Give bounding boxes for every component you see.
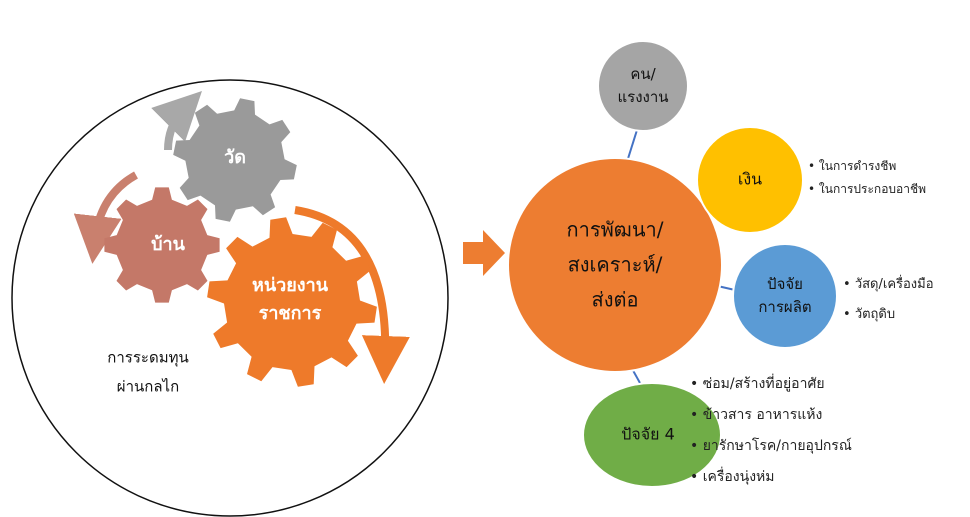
production-list: วัสดุ/เครื่องมือวัตถุดิบ xyxy=(843,270,934,330)
list-item: ในการดำรงชีพ xyxy=(808,155,926,178)
labor-circle xyxy=(597,40,689,132)
production-line1: ปัจจัย xyxy=(767,274,803,293)
four-list: ซ่อม/สร้างที่อยู่อาศัยข้าวสาร อาหารแห้งย… xyxy=(690,369,852,493)
gear-baan-icon xyxy=(104,187,220,303)
center-line1: การพัฒนา/ xyxy=(566,217,664,242)
center-line2: สงเคราะห์/ xyxy=(567,252,663,277)
arrow-office xyxy=(294,206,410,384)
center-line3: ส่งต่อ xyxy=(591,287,639,312)
gear-office-icon xyxy=(207,217,377,387)
list-item: วัสดุ/เครื่องมือ xyxy=(843,270,934,300)
center-label: การพัฒนา/สงเคราะห์/ ส่งต่อ xyxy=(567,213,664,318)
caption-line1: การระดมทุน xyxy=(107,348,189,367)
production-line2: การผลิต xyxy=(758,298,812,316)
center-circle xyxy=(507,157,723,373)
arrow-baan xyxy=(73,171,139,264)
list-item: ซ่อม/สร้างที่อยู่อาศัย xyxy=(690,369,852,400)
list-item: ยารักษาโรค/กายอุปกรณ์ xyxy=(690,431,852,462)
labor-line2: แรงงาน xyxy=(617,88,669,106)
arrow-wat xyxy=(151,91,202,151)
list-item: ข้าวสาร อาหารแห้ง xyxy=(690,400,852,431)
gear-label-wat: วัด xyxy=(224,147,246,169)
caption-line2: ผ่านกลไก xyxy=(116,377,180,395)
money-list: ในการดำรงชีพในการประกอบอาชีพ xyxy=(808,155,926,201)
labor-label: คน/แรงงาน xyxy=(617,63,668,110)
gear-label-office: หน่วยงานราชการ xyxy=(252,272,328,328)
gear-label-office-line1: หน่วยงาน xyxy=(251,275,329,297)
gear-label-office-line2: ราชการ xyxy=(258,303,322,324)
production-circle xyxy=(732,243,838,349)
list-item: ในการประกอบอาชีพ xyxy=(808,178,926,201)
right-arrow xyxy=(463,230,505,276)
labor-line1: คน/ xyxy=(630,64,656,83)
money-circle xyxy=(696,126,804,234)
production-label: ปัจจัยการผลิต xyxy=(758,273,811,320)
gear-label-baan: บ้าน xyxy=(151,234,185,256)
money-label: เงิน xyxy=(737,169,763,189)
four-label: ปัจจัย 4 xyxy=(621,424,675,444)
list-item: เครื่องนุ่งห่ม xyxy=(690,462,852,493)
funding-caption: การระดมทุนผ่านกลไก xyxy=(107,344,188,401)
gear-wat-icon xyxy=(173,98,297,222)
list-item: วัตถุดิบ xyxy=(843,300,934,330)
